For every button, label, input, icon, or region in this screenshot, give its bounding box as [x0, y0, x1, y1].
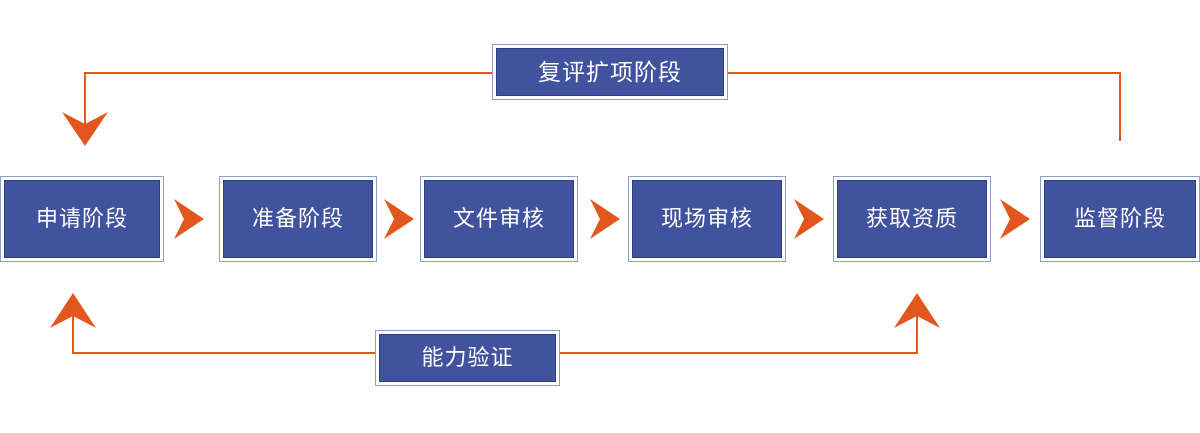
stage-box-fill: 文件审核 — [424, 180, 574, 258]
chevron-right-icon-5 — [1000, 199, 1030, 239]
bottom-loop-connector — [50, 293, 940, 354]
stage-box-fill: 获取资质 — [837, 180, 987, 258]
stage-label-application: 申请阶段 — [35, 206, 128, 231]
chevron-right-icon-2 — [384, 199, 414, 239]
stage-box-proficiency-testing[interactable]: 能力验证 — [375, 330, 560, 386]
chevron-right-icon-4 — [794, 199, 824, 239]
stage-label-preparation: 准备阶段 — [251, 206, 344, 231]
stage-box-fill: 监督阶段 — [1044, 180, 1196, 258]
stage-box-fill: 复评扩项阶段 — [496, 48, 724, 96]
stage-box-onsite-audit[interactable]: 现场审核 — [628, 176, 786, 262]
chevron-right-icon-1 — [174, 199, 204, 239]
stage-box-reassessment[interactable]: 复评扩项阶段 — [492, 44, 728, 100]
stage-label-supervision: 监督阶段 — [1073, 206, 1166, 231]
stage-label-document-review: 文件审核 — [452, 206, 545, 231]
stage-box-fill: 能力验证 — [379, 334, 556, 382]
stage-box-fill: 现场审核 — [632, 180, 782, 258]
stage-box-application[interactable]: 申请阶段 — [0, 176, 164, 262]
stage-box-preparation[interactable]: 准备阶段 — [219, 176, 377, 262]
stage-box-fill: 准备阶段 — [223, 180, 373, 258]
top-loop-connector — [62, 72, 1121, 146]
stage-label-obtain-qualification: 获取资质 — [865, 206, 958, 231]
stage-label-proficiency-testing: 能力验证 — [421, 345, 514, 370]
stage-box-obtain-qualification[interactable]: 获取资质 — [833, 176, 991, 262]
stage-label-reassessment: 复评扩项阶段 — [538, 58, 682, 85]
stage-box-document-review[interactable]: 文件审核 — [420, 176, 578, 262]
stage-box-fill: 申请阶段 — [4, 180, 160, 258]
stage-box-supervision[interactable]: 监督阶段 — [1040, 176, 1200, 262]
stage-label-onsite-audit: 现场审核 — [660, 206, 753, 231]
chevron-right-icon-3 — [590, 199, 620, 239]
